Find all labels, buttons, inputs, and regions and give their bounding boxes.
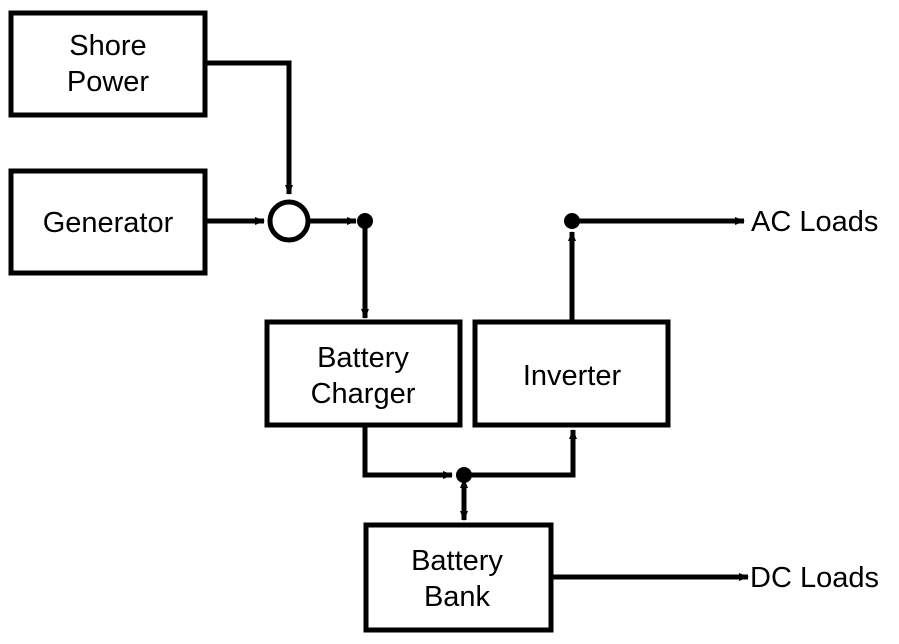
generator-label: Generator xyxy=(43,207,174,239)
battery-bank-label-line2: Bank xyxy=(424,581,491,613)
wire-dc-junction-to-inverter xyxy=(464,429,577,478)
generator-block: Generator xyxy=(8,168,208,276)
dc-loads-label: DC Loads xyxy=(750,562,879,594)
inverter-block: Inverter xyxy=(472,319,671,428)
transfer-switch-node xyxy=(267,199,311,243)
battery-charger-block: Battery Charger xyxy=(264,319,463,428)
shore-power-label-line1: Shore xyxy=(69,30,146,62)
wire-shore-to-switch xyxy=(205,60,293,195)
battery-charger-label-line1: Battery xyxy=(317,342,409,374)
ac-loads-label: AC Loads xyxy=(751,206,878,238)
shore-power-block: Shore Power xyxy=(8,10,208,118)
shore-power-label-line2: Power xyxy=(67,66,150,98)
battery-bank-label-line1: Battery xyxy=(411,545,503,577)
battery-charger-label-line2: Charger xyxy=(311,378,416,410)
wire-charger-to-dc-junction xyxy=(362,425,453,479)
battery-bank-block: Battery Bank xyxy=(363,522,554,633)
inverter-label: Inverter xyxy=(523,360,622,392)
